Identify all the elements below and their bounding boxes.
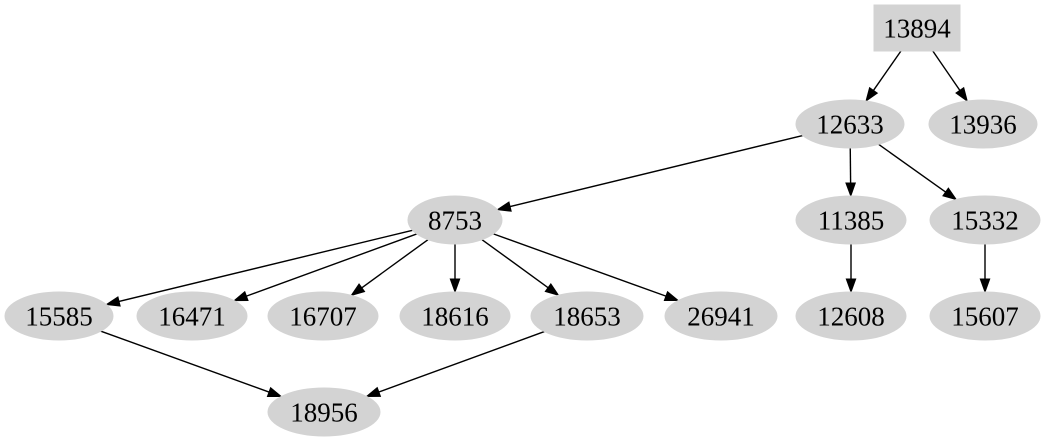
arrowhead-icon [496, 201, 512, 212]
node-18956: 18956 [267, 387, 381, 437]
arrowhead-icon [544, 283, 560, 297]
node-label: 16707 [289, 302, 357, 332]
arrowhead-icon [232, 290, 249, 302]
arrowhead-icon [365, 386, 382, 397]
edge-15585-18956 [100, 330, 283, 398]
arrowhead-icon [845, 182, 857, 198]
node-label: 15607 [951, 302, 1019, 332]
arrowhead-icon [979, 278, 991, 294]
node-shape-ellipse [530, 291, 644, 341]
node-15332: 15332 [929, 195, 1041, 245]
node-shape-ellipse [4, 291, 114, 341]
arrowhead-icon [955, 86, 969, 103]
node-shape-box [873, 4, 961, 52]
edge-line [872, 50, 902, 91]
node-label: 16471 [158, 302, 226, 332]
edge-13894-12633 [865, 50, 902, 103]
node-12633: 12633 [795, 99, 905, 149]
node-shape-ellipse [929, 291, 1041, 341]
node-shape-ellipse [267, 291, 379, 341]
node-8753: 8753 [407, 195, 503, 245]
node-label: 13894 [883, 14, 951, 44]
node-shape-ellipse [664, 291, 778, 341]
arrowhead-icon [104, 296, 121, 307]
arrowhead-icon [865, 86, 879, 103]
edge-13894-13936 [932, 50, 969, 103]
node-13894: 13894 [873, 4, 961, 52]
node-shape-ellipse [795, 291, 907, 341]
node-15585: 15585 [4, 291, 114, 341]
node-shape-ellipse [407, 195, 503, 245]
node-18616: 18616 [399, 291, 511, 341]
node-shape-ellipse [267, 387, 381, 437]
node-label: 11385 [818, 206, 885, 236]
edge-line [878, 143, 947, 193]
arrowhead-icon [845, 278, 857, 294]
edge-8753-16471 [232, 233, 418, 302]
edge-line [481, 239, 549, 289]
node-label: 18653 [553, 302, 621, 332]
edge-line [378, 330, 545, 393]
node-shape-ellipse [795, 195, 907, 245]
node-18653: 18653 [530, 291, 644, 341]
edge-8753-26941 [493, 233, 680, 302]
node-11385: 11385 [795, 195, 907, 245]
node-label: 12608 [817, 302, 885, 332]
node-label: 15332 [951, 206, 1019, 236]
node-shape-ellipse [795, 99, 905, 149]
node-label: 12633 [816, 110, 884, 140]
edge-line [932, 50, 961, 91]
node-shape-ellipse [929, 195, 1041, 245]
edge-15332-15607 [979, 244, 991, 294]
edge-line [100, 330, 270, 393]
node-shape-ellipse [928, 99, 1038, 149]
edge-line [509, 134, 803, 208]
edge-8753-15585 [104, 229, 413, 307]
arrowhead-icon [266, 386, 283, 398]
node-label: 26941 [687, 302, 755, 332]
arrowhead-icon [350, 283, 366, 297]
edge-line [118, 229, 413, 303]
node-label: 18616 [421, 302, 489, 332]
node-13936: 13936 [928, 99, 1038, 149]
edges-layer [100, 50, 991, 398]
edge-11385-12608 [845, 244, 857, 294]
node-shape-ellipse [136, 291, 248, 341]
arrowhead-icon [663, 290, 680, 302]
node-label: 18956 [290, 398, 358, 428]
arrowhead-icon [449, 278, 461, 294]
edge-18653-18956 [365, 330, 545, 397]
node-label: 8753 [428, 206, 482, 236]
edge-8753-18653 [481, 239, 560, 297]
node-12608: 12608 [795, 291, 907, 341]
edge-line [246, 233, 418, 297]
node-26941: 26941 [664, 291, 778, 341]
node-label: 15585 [25, 302, 93, 332]
edge-12633-15332 [878, 143, 958, 201]
edge-8753-16707 [350, 239, 429, 297]
edge-8753-18616 [449, 244, 461, 294]
node-shape-ellipse [399, 291, 511, 341]
node-15607: 15607 [929, 291, 1041, 341]
edge-12633-8753 [496, 134, 803, 212]
edge-12633-11385 [845, 147, 857, 198]
arrowhead-icon [942, 187, 958, 201]
node-16707: 16707 [267, 291, 379, 341]
edge-line [493, 233, 667, 297]
node-label: 13936 [949, 110, 1017, 140]
edge-line [361, 239, 429, 289]
node-16471: 16471 [136, 291, 248, 341]
nodes-layer: 13894 12633 13936 8753 11385 15332 15585 16471 1… [4, 4, 1041, 437]
